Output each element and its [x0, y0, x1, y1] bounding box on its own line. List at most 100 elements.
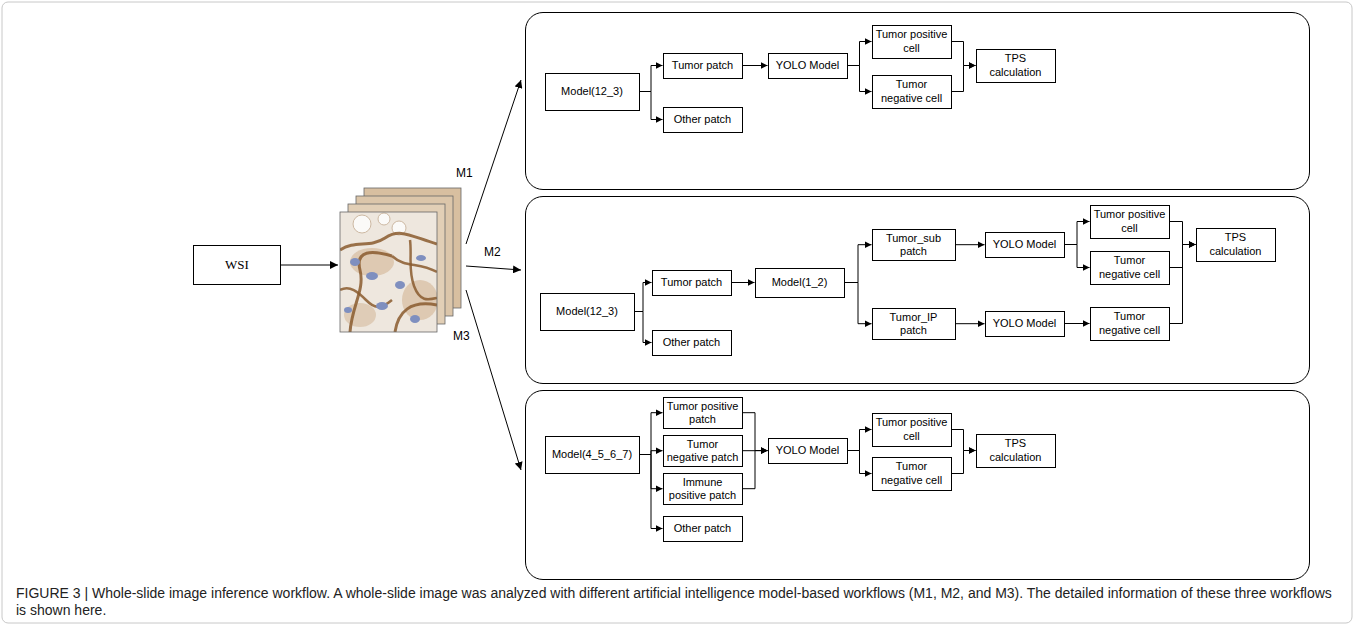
- box-text: Tumor_IP patch: [876, 311, 952, 337]
- patch-ground: [340, 212, 437, 332]
- process-box: TPS calculation: [1196, 228, 1276, 262]
- process-box: YOLO Model: [985, 232, 1065, 258]
- flow-connector: [1065, 222, 1090, 245]
- membrane-stain: [340, 233, 437, 250]
- flow-connector: [848, 42, 872, 66]
- box-text: Other patch: [663, 336, 720, 349]
- nucleus: [366, 272, 378, 280]
- flow-connector: [845, 283, 872, 324]
- process-box: Tumor positive cell: [872, 413, 952, 447]
- process-box: YOLO Model: [768, 438, 848, 464]
- box-text: Tumor positive cell: [876, 416, 948, 442]
- process-box: Model(4_5_6_7): [545, 436, 640, 474]
- flow-connector: [956, 323, 985, 324]
- nucleus: [395, 281, 405, 289]
- box-text: Tumor patch: [672, 59, 733, 72]
- box-text: Tumor patch: [661, 276, 722, 289]
- box-text: Tumor_sub patch: [876, 232, 952, 258]
- box-text: YOLO Model: [993, 238, 1057, 251]
- connector-group: [635, 42, 1196, 529]
- box-text: Other patch: [674, 522, 731, 535]
- process-box: Tumor positive cell: [872, 25, 952, 59]
- flow-connector: [743, 413, 768, 451]
- workflow-arrow: [466, 266, 521, 270]
- process-box: TPS calculation: [976, 434, 1056, 468]
- flow-connector: [640, 455, 663, 529]
- patch-border: [340, 212, 437, 332]
- flow-connector: [952, 451, 976, 474]
- nucleus: [376, 302, 388, 310]
- workflow-label: M2: [484, 245, 501, 259]
- process-box: Tumor positive patch: [663, 397, 743, 429]
- process-box: Other patch: [663, 516, 743, 542]
- workflow-arrow: [466, 80, 521, 244]
- process-box: TPS calculation: [976, 49, 1056, 83]
- flow-connector: [952, 66, 976, 92]
- process-box: Tumor positive cell: [1090, 205, 1170, 239]
- flow-connector: [1170, 245, 1196, 324]
- membrane-stain: [395, 304, 437, 332]
- box-text: Tumor negative cell: [876, 78, 948, 104]
- flow-connector: [1065, 323, 1090, 324]
- process-box: Model(12_3): [540, 293, 635, 331]
- figure-caption: FIGURE 3 | Whole-slide image inference w…: [16, 585, 1338, 619]
- workflow-label: M1: [456, 166, 473, 180]
- box-text: TPS calculation: [1200, 231, 1272, 257]
- process-box: Immune positive patch: [663, 473, 743, 505]
- flow-connector: [743, 451, 768, 489]
- flow-connector: [845, 245, 872, 283]
- flow-connector: [952, 42, 976, 66]
- flow-connector: [1170, 222, 1196, 245]
- process-box: Tumor negative patch: [663, 435, 743, 467]
- process-box: Tumor_IP patch: [872, 308, 956, 340]
- box-text: Immune positive patch: [667, 476, 739, 502]
- membrane-stain: [410, 240, 437, 299]
- workflow-panel: M2Model(12_3)Tumor patchOther patchModel…: [525, 196, 1310, 384]
- flow-connector: [640, 413, 663, 455]
- nucleus: [344, 307, 352, 313]
- workflow-panel: M1Model(12_3)Tumor patchOther patchYOLO …: [525, 12, 1310, 190]
- box-text: Tumor positive cell: [876, 28, 948, 54]
- process-box: Model(12_3): [545, 73, 640, 111]
- nucleus: [410, 315, 420, 323]
- box-text: YOLO Model: [776, 59, 840, 72]
- process-box: Tumor patch: [652, 270, 732, 296]
- process-box: Tumor_sub patch: [872, 229, 956, 261]
- membrane-stain: [392, 256, 437, 272]
- flow-connector: [956, 244, 985, 245]
- process-box: Tumor negative cell: [1090, 307, 1170, 341]
- vacuole: [378, 213, 390, 225]
- box-text: Model(12_3): [561, 85, 623, 98]
- stain-blob: [344, 303, 376, 327]
- process-box: YOLO Model: [768, 53, 848, 79]
- flow-connector: [640, 451, 663, 455]
- box-text: WSI: [225, 257, 249, 273]
- box-text: Model(12_3): [556, 305, 618, 318]
- box-text: TPS calculation: [980, 52, 1052, 78]
- workflow-panel: M3Model(4_5_6_7)Tumor positive patchTumo…: [525, 390, 1310, 580]
- flow-connector: [635, 312, 652, 343]
- process-box: Tumor negative cell: [872, 457, 952, 491]
- box-text: Tumor positive patch: [667, 400, 739, 426]
- flow-connector: [848, 451, 872, 474]
- flow-connector: [848, 66, 872, 92]
- input-box: WSI: [193, 245, 281, 285]
- box-text: Model(4_5_6_7): [552, 448, 632, 461]
- vacuole: [353, 215, 371, 233]
- process-box: Tumor negative cell: [1090, 251, 1170, 285]
- flow-connector: [952, 430, 976, 451]
- box-text: YOLO Model: [993, 317, 1057, 330]
- box-text: Tumor negative cell: [1094, 310, 1166, 336]
- flow-connector: [743, 65, 768, 66]
- process-box: Other patch: [663, 107, 743, 133]
- flow-connector: [732, 282, 755, 283]
- process-box: Model(1_2): [755, 268, 845, 298]
- box-text: Tumor negative cell: [1094, 254, 1166, 280]
- process-box: YOLO Model: [985, 311, 1065, 337]
- process-box: Tumor negative cell: [872, 75, 952, 109]
- process-box: Other patch: [652, 330, 732, 356]
- box-text: TPS calculation: [980, 437, 1052, 463]
- workflow-label: M3: [453, 329, 470, 343]
